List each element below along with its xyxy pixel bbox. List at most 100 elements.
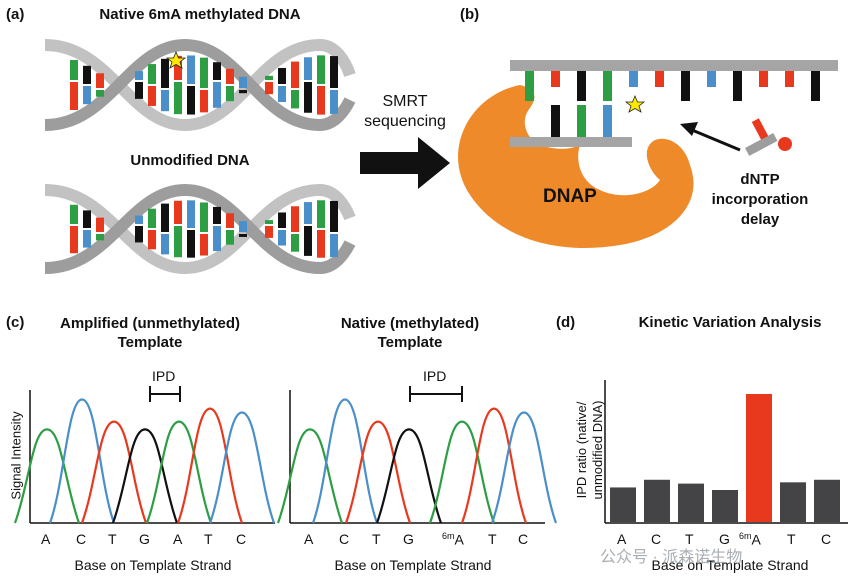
left-trace-peak	[176, 407, 244, 524]
native-base-pair-bottom	[226, 86, 234, 102]
unmod-base-pair-top	[226, 213, 234, 228]
unmod-base-pair-bottom	[148, 230, 156, 250]
ipd-bar-chart	[604, 380, 848, 524]
unmod-base-pair-bottom	[200, 234, 208, 256]
left-trace-peak	[80, 420, 148, 524]
native-base-pair-top	[174, 55, 182, 80]
incoming-arrow-head	[680, 122, 698, 136]
right-trace-peak	[428, 420, 496, 524]
unmod-base-pair-bottom	[278, 230, 286, 246]
native-base-pair-top	[265, 75, 273, 80]
left-trace-title-line1: Amplified (unmethylated)	[59, 315, 240, 332]
left-trace-peak	[111, 428, 179, 524]
left-trace-base-label: T	[204, 531, 213, 547]
unmod-base-pair-bottom	[226, 230, 234, 245]
ipd-bracket-right	[409, 386, 463, 402]
ipd-bar	[746, 394, 772, 522]
left-trace-peak	[48, 398, 116, 524]
panel-d-letter: (d)	[556, 314, 576, 331]
left-trace-peak	[13, 428, 81, 524]
dntp-delay-line2: incorporation	[711, 191, 809, 208]
right-trace-title: Native (methylated) Template	[310, 314, 510, 352]
native-base-pair-bottom	[213, 82, 221, 108]
unmod-base-pair-top	[330, 200, 338, 232]
template-base	[551, 71, 560, 87]
right-trace-peak	[490, 411, 558, 524]
unmod-base-pair-bottom	[304, 226, 312, 256]
bar-base-label: C	[821, 531, 832, 547]
unmod-base-pair-bottom	[317, 230, 325, 258]
native-base-pair-bottom	[96, 90, 104, 97]
right-trace-peak	[460, 407, 528, 524]
template-base	[707, 71, 716, 87]
unmod-base-pair-bottom	[161, 234, 169, 255]
bar-base-label: C	[651, 531, 662, 547]
unmod-base-pair-top	[161, 203, 169, 232]
native-base-pair-top	[135, 71, 143, 80]
right-trace-base-label: T	[372, 531, 381, 547]
left-trace-peak	[208, 411, 276, 524]
right-xlabel: Base on Template Strand	[334, 557, 492, 573]
template-base	[577, 71, 586, 101]
left-trace-title-line2: Template	[117, 334, 183, 351]
unmod-base-pair-top	[213, 206, 221, 224]
native-base-pair-bottom	[135, 82, 143, 99]
native-base-pair-bottom	[70, 82, 78, 110]
unmod-base-pair-top	[96, 217, 104, 232]
right-trace-peak	[276, 428, 344, 524]
native-base-pair-top	[330, 56, 338, 88]
right-trace-base-label: C	[518, 531, 529, 547]
unmod-base-pair-bottom	[213, 226, 221, 252]
left-trace-base-label: T	[108, 531, 117, 547]
incoming-arrow-line	[691, 128, 741, 152]
panel-a-letter: (a)	[6, 6, 25, 23]
template-base	[525, 71, 534, 101]
panel-b-letter: (b)	[460, 6, 480, 23]
unmod-base-pair-top	[135, 215, 143, 224]
bar-base-label: T	[787, 531, 796, 547]
right-trace-base-label: 6mA	[442, 531, 464, 548]
left-trace-peak	[145, 420, 213, 524]
bar-base-label: G	[719, 531, 730, 547]
right-trace-title-line2: Template	[377, 334, 443, 351]
right-trace-base-label: G	[403, 531, 414, 547]
smrt-label: SMRT sequencing	[360, 92, 450, 132]
dnap-enzyme-shape	[458, 85, 694, 248]
unmod-base-pair-top	[278, 212, 286, 228]
dnap-label: DNAP	[543, 186, 597, 207]
template-base	[759, 71, 768, 87]
ipd-label-right: IPD	[423, 368, 447, 384]
template-base	[655, 71, 664, 87]
unmod-base-pair-bottom	[83, 230, 91, 248]
kinetic-title: Kinetic Variation Analysis	[638, 314, 822, 331]
left-trace-base-label: C	[236, 531, 247, 547]
native-base-pair-bottom	[330, 90, 338, 114]
right-trace-plot	[276, 386, 558, 524]
unmod-base-pair-top	[200, 202, 208, 232]
native-base-pair-top	[148, 64, 156, 84]
native-base-pair-top	[161, 58, 169, 88]
template-base	[811, 71, 820, 101]
ipd-bar	[780, 482, 806, 522]
polymerase-diagram	[458, 60, 838, 248]
unmod-base-pair-bottom	[187, 230, 195, 258]
unmod-base-pair-bottom	[239, 234, 247, 237]
unmod-base-pair-bottom	[96, 234, 104, 241]
unmod-base-pair-bottom	[174, 226, 182, 258]
right-trace-peak	[344, 420, 412, 524]
bar-methyl-superscript: 6m	[739, 531, 752, 541]
signal-intensity-label: Signal Intensity	[8, 411, 24, 500]
ipd-bar	[610, 487, 636, 522]
ipd-label-left: IPD	[152, 368, 176, 384]
native-base-pair-bottom	[187, 86, 195, 115]
unmod-base-pair-top	[174, 200, 182, 224]
right-trace-peak	[375, 428, 443, 524]
template-strand	[510, 60, 838, 71]
native-base-pair-top	[278, 67, 286, 84]
unmod-base-pair-top	[265, 220, 273, 224]
left-trace-base-label: G	[139, 531, 150, 547]
template-base	[629, 71, 638, 87]
unmodified-dna-title: Unmodified DNA	[130, 152, 250, 169]
primer-base	[577, 105, 586, 137]
